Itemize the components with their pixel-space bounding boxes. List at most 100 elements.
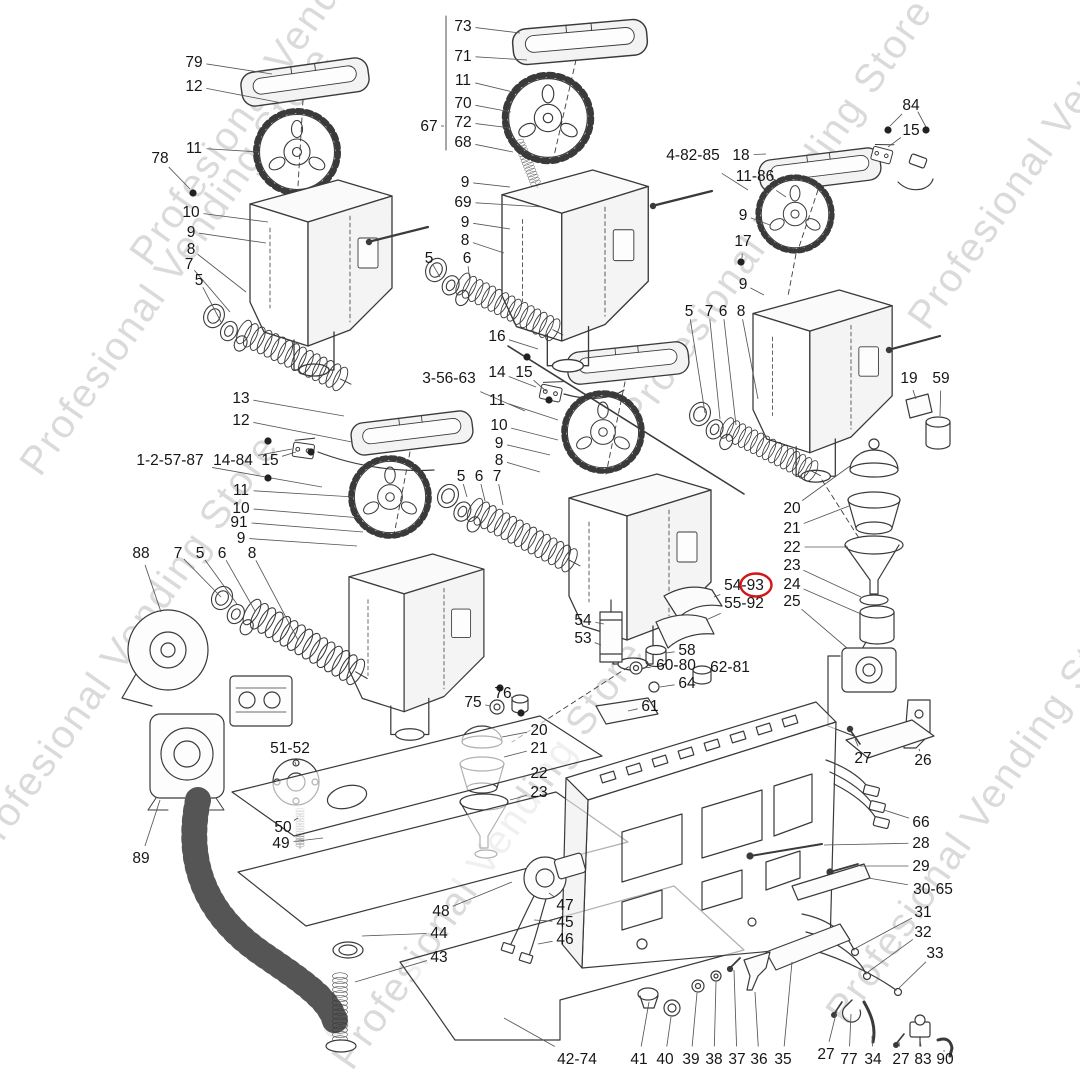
part-label: 11-86 bbox=[736, 168, 775, 185]
part-label: 9 bbox=[739, 207, 748, 224]
part-label: 15 bbox=[902, 122, 919, 139]
leader-line bbox=[754, 991, 759, 1047]
leader-line bbox=[919, 1039, 922, 1047]
part-label: 58 bbox=[678, 642, 695, 659]
part-label: 10 bbox=[232, 500, 250, 517]
part-label: 51-52 bbox=[270, 740, 310, 757]
product-canister bbox=[249, 179, 393, 377]
part-label: 31 bbox=[914, 904, 931, 921]
part-label: 73 bbox=[454, 18, 471, 35]
part-label: 61 bbox=[641, 698, 658, 715]
leader-line bbox=[898, 1041, 900, 1047]
part-label: 39 bbox=[682, 1051, 699, 1068]
leader-line bbox=[452, 881, 513, 907]
auger-coil bbox=[463, 495, 587, 578]
part-label: 15 bbox=[515, 364, 532, 381]
leader-line bbox=[898, 961, 927, 989]
leader-line bbox=[710, 669, 715, 672]
leader-line bbox=[507, 775, 527, 781]
leader-line bbox=[361, 933, 427, 937]
leader-line bbox=[713, 981, 717, 1047]
part-label: 20 bbox=[530, 722, 548, 739]
leader-line bbox=[432, 264, 441, 278]
leader-line bbox=[659, 684, 675, 688]
leader-line bbox=[168, 166, 191, 190]
part-label: 79 bbox=[185, 54, 202, 71]
canister-lid bbox=[510, 17, 650, 67]
product-canister bbox=[348, 553, 485, 741]
reference-dot bbox=[884, 126, 892, 134]
leader-line bbox=[705, 613, 721, 621]
leader-line bbox=[206, 87, 283, 104]
part-label: 21 bbox=[530, 740, 547, 757]
leader-line bbox=[485, 704, 491, 707]
leader-line bbox=[689, 319, 706, 414]
part-label: 60-80 bbox=[656, 657, 696, 674]
part-label: 29 bbox=[912, 858, 929, 875]
leader-line bbox=[467, 266, 471, 282]
fasteners-and-tubes bbox=[746, 843, 903, 997]
leader-line bbox=[475, 144, 514, 153]
part-label: 27 bbox=[817, 1046, 834, 1063]
leader-line bbox=[883, 809, 910, 819]
leader-line bbox=[594, 642, 602, 646]
microswitch bbox=[869, 139, 896, 165]
drive-gear bbox=[505, 75, 591, 161]
part-label: 23 bbox=[530, 784, 547, 801]
part-label: 9 bbox=[187, 224, 196, 241]
part-label: 33 bbox=[926, 945, 943, 962]
part-label: 76 bbox=[494, 685, 511, 702]
part-label: 6 bbox=[719, 303, 728, 320]
part-label: 46 bbox=[556, 931, 573, 948]
leader-line bbox=[503, 750, 527, 758]
leader-line bbox=[849, 1013, 852, 1047]
leader-line bbox=[775, 189, 787, 198]
part-label: 25 bbox=[783, 593, 800, 610]
part-label: 84 bbox=[902, 97, 920, 114]
part-label: 15 bbox=[261, 452, 278, 469]
leader-line bbox=[293, 817, 299, 821]
part-label: 5 bbox=[195, 272, 204, 289]
leader-line bbox=[475, 123, 512, 129]
leader-line bbox=[204, 559, 238, 605]
dot-layer bbox=[189, 126, 930, 717]
part-label: 49 bbox=[272, 835, 289, 852]
part-label: 9 bbox=[495, 435, 504, 452]
reference-dot bbox=[189, 189, 197, 197]
part-label: 68 bbox=[454, 134, 471, 151]
leader-line bbox=[508, 376, 537, 388]
small-parts-bottom bbox=[637, 951, 954, 1058]
switch-bracket bbox=[908, 153, 928, 169]
part-label: 55-92 bbox=[724, 595, 764, 612]
drive-gear bbox=[758, 177, 832, 251]
leader-line bbox=[750, 287, 765, 296]
part-label: 42-74 bbox=[557, 1051, 597, 1068]
drive-gear bbox=[256, 111, 338, 193]
highlight-layer bbox=[739, 572, 773, 598]
part-label: 7 bbox=[705, 303, 714, 320]
leader-line bbox=[501, 731, 527, 738]
switch-wire bbox=[317, 451, 435, 472]
leader-line bbox=[783, 961, 793, 1047]
leader-line bbox=[666, 1016, 672, 1047]
leader-line bbox=[475, 82, 514, 93]
outlet-fittings bbox=[195, 300, 258, 354]
reference-dot bbox=[922, 126, 930, 134]
part-label: 78 bbox=[151, 150, 168, 167]
leader-line bbox=[475, 56, 528, 61]
part-label: 11 bbox=[186, 140, 202, 157]
leader-line bbox=[723, 319, 737, 426]
reference-dot bbox=[307, 448, 315, 456]
part-label: 19 bbox=[900, 370, 917, 387]
part-label: 30-65 bbox=[913, 881, 953, 898]
leader-line bbox=[183, 558, 222, 598]
drive-shafts bbox=[366, 189, 942, 495]
part-label: 9 bbox=[461, 214, 470, 231]
leader-line bbox=[354, 960, 428, 983]
part-label: 27 bbox=[892, 1051, 909, 1068]
leader-line bbox=[823, 842, 909, 846]
leader-line bbox=[918, 748, 921, 752]
leader-line bbox=[508, 403, 559, 421]
part-label: 48 bbox=[432, 903, 449, 920]
part-label: 11 bbox=[455, 72, 471, 89]
